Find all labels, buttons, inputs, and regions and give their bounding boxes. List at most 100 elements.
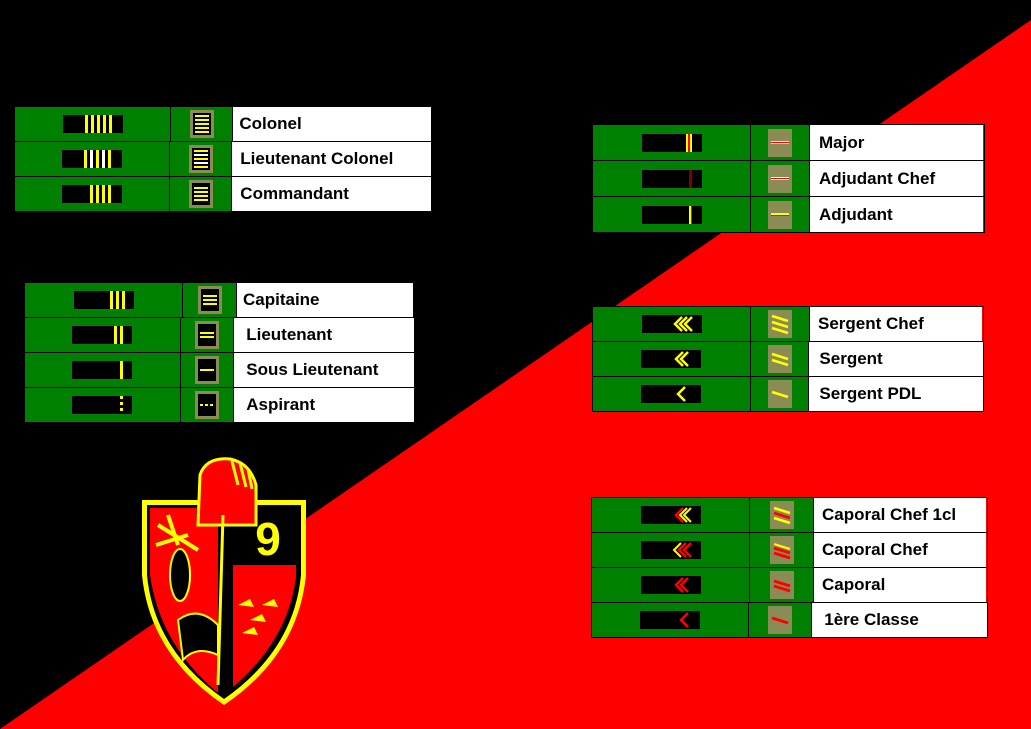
gold-red-bar-icon <box>768 128 792 157</box>
dashed-gold-bar-icon <box>72 396 133 414</box>
table-row: Caporal Chef 1cl <box>592 498 987 533</box>
3-red-chevrons-gold-edge-icon <box>640 541 701 559</box>
rank-label: Lieutenant <box>234 318 414 352</box>
gold-red-thin-bar-icon <box>768 200 792 229</box>
sleeve-insignia <box>593 161 751 196</box>
rank-label: Caporal Chef <box>814 533 986 567</box>
4-gold-bars-icon <box>62 185 123 203</box>
shoulder-patch <box>748 603 813 637</box>
dashed-gold-bar-icon <box>195 391 220 419</box>
crest-number: 9 <box>255 513 281 565</box>
rank-label: Sergent Chef <box>810 307 982 341</box>
2-red-chevrons-icon <box>769 571 794 599</box>
1-gold-chevron-icon <box>767 380 792 408</box>
shoulder-patch <box>750 568 814 602</box>
shoulder-patch <box>180 353 235 387</box>
gold-red-bar-icon <box>641 133 702 152</box>
shoulder-patch <box>170 177 233 211</box>
sleeve-insignia <box>592 568 750 602</box>
3-red-chevrons-gold-edge-icon <box>769 536 794 564</box>
sleeve-insignia <box>592 603 749 637</box>
shoulder-patch <box>751 125 810 160</box>
sleeve-insignia <box>593 377 751 411</box>
group-officiers-superieurs: Colonel Lieutenant Colonel <box>14 106 432 212</box>
3-gold-2-white-bars-icon <box>62 150 123 168</box>
table-row: Major <box>593 125 984 161</box>
table-row: Lieutenant Colonel <box>15 142 432 177</box>
rank-label: Sous Lieutenant <box>234 353 414 387</box>
rank-label: Commandant <box>232 177 432 211</box>
1-red-chevron-icon <box>639 611 700 629</box>
knight-helmet-crest-icon: 9 <box>142 457 306 705</box>
table-row: Adjudant Chef <box>593 161 984 197</box>
1-gold-2-red-chevrons-icon <box>640 506 701 524</box>
sleeve-insignia <box>593 307 751 341</box>
1-gold-chevron-icon <box>641 385 702 403</box>
table-row: Adjudant <box>593 197 984 232</box>
3-gold-chevrons-icon <box>768 310 792 338</box>
table-row: Colonel <box>15 107 431 142</box>
table-row: Caporal <box>592 568 987 603</box>
white-red-bar-icon <box>768 164 792 193</box>
rank-label: Capitaine <box>237 283 413 317</box>
shoulder-patch <box>183 283 237 317</box>
table-row: Commandant <box>15 177 432 211</box>
sleeve-insignia <box>592 498 750 532</box>
sleeve-insignia <box>25 353 181 387</box>
group-sous-officiers-superieurs: Major Adjudant Chef <box>592 124 985 233</box>
rank-label: 1ère Classe <box>812 603 987 637</box>
shoulder-patch <box>750 342 810 376</box>
table-row: Caporal Chef <box>592 533 987 568</box>
table-row: Sous Lieutenant <box>25 353 414 388</box>
group-officiers-subalternes: Capitaine Lieutenant <box>24 282 415 423</box>
rank-label: Adjudant <box>810 197 983 232</box>
shoulder-patch <box>180 318 235 352</box>
gold-red-thin-bar-icon <box>641 205 702 224</box>
table-row: Sergent <box>593 342 983 377</box>
sleeve-insignia <box>15 107 172 141</box>
table-row: Sergent Chef <box>593 307 983 342</box>
white-red-bar-icon <box>641 169 702 188</box>
1-gold-bar-icon <box>195 356 220 384</box>
shoulder-patch <box>750 377 810 411</box>
1-red-chevron-icon <box>768 606 793 634</box>
shoulder-patch <box>751 161 810 196</box>
sleeve-insignia <box>25 318 181 352</box>
sleeve-insignia <box>25 388 181 422</box>
1-gold-bar-icon <box>72 361 133 379</box>
sleeve-insignia <box>593 125 751 160</box>
sleeve-insignia <box>592 533 750 567</box>
table-row: Aspirant <box>25 388 414 422</box>
rank-label: Colonel <box>233 107 431 141</box>
rank-label: Sergent PDL <box>809 377 983 411</box>
2-gold-bars-icon <box>195 321 220 349</box>
3-gold-bars-icon <box>197 286 222 314</box>
3-gold-2-white-bars-icon <box>188 145 213 173</box>
sleeve-insignia <box>15 177 171 211</box>
2-gold-bars-icon <box>72 326 133 344</box>
rank-label: Major <box>810 125 983 160</box>
table-row: Capitaine <box>25 283 414 318</box>
rank-label: Caporal <box>814 568 986 602</box>
shoulder-patch <box>750 533 814 567</box>
5-gold-bars-icon <box>62 115 123 133</box>
rank-label: Adjudant Chef <box>810 161 983 196</box>
shoulder-patch <box>180 388 235 422</box>
rank-label: Lieutenant Colonel <box>232 142 432 176</box>
table-row: Lieutenant <box>25 318 414 353</box>
shoulder-patch <box>170 142 233 176</box>
1-gold-2-red-chevrons-icon <box>769 501 794 529</box>
3-gold-chevrons-icon <box>641 315 702 333</box>
table-row: Sergent PDL <box>593 377 983 411</box>
3-gold-bars-icon <box>73 291 134 309</box>
2-gold-chevrons-icon <box>767 345 792 373</box>
rank-label: Aspirant <box>234 388 414 422</box>
sleeve-insignia <box>593 197 751 232</box>
shoulder-patch <box>750 498 814 532</box>
table-row: 1ère Classe <box>592 603 987 637</box>
2-red-chevrons-icon <box>640 576 701 594</box>
sleeve-insignia <box>25 283 183 317</box>
rank-label: Caporal Chef 1cl <box>814 498 986 532</box>
rank-label: Sergent <box>809 342 983 376</box>
2-gold-chevrons-icon <box>641 350 702 368</box>
